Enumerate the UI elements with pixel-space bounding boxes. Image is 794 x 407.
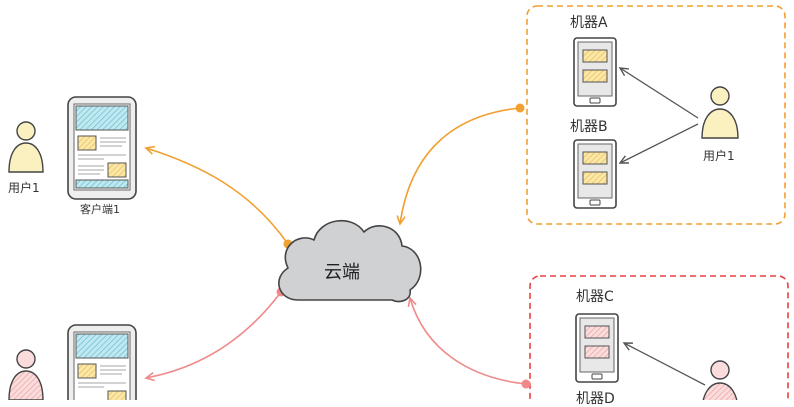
cloud-label: 云端 <box>324 262 360 283</box>
client-device-icon <box>67 324 137 400</box>
group-box-orange <box>526 5 786 225</box>
cloud-shape <box>278 219 422 303</box>
client-label: 客户端1 <box>80 203 120 216</box>
machine-d-label: 机器D <box>576 391 615 407</box>
user-figure-icon <box>8 349 44 400</box>
group-user-label: 用户1 <box>703 149 735 163</box>
connector-cloud-client1 <box>144 145 289 245</box>
left-user-label: 用户1 <box>8 181 40 195</box>
machine-a-device-icon <box>573 37 617 107</box>
arrow-user-machine-b <box>618 123 699 164</box>
connector-group-red-cloud <box>407 296 527 385</box>
client-device-icon <box>67 96 137 200</box>
machine-a-label: 机器A <box>570 15 608 31</box>
user-figure-icon <box>701 86 739 139</box>
arrow-user-machine-c <box>622 342 706 386</box>
machine-c-label: 机器C <box>576 289 614 305</box>
arrow-user-machine-a <box>618 67 699 119</box>
machine-b-device-icon <box>573 139 617 209</box>
connector-dot <box>515 103 525 113</box>
user-figure-icon <box>8 121 44 173</box>
machine-b-label: 机器B <box>570 119 608 135</box>
user-figure-icon <box>702 360 738 400</box>
machine-c-device-icon <box>575 313 619 383</box>
group-box-red <box>529 275 789 400</box>
connector-group-orange-cloud <box>396 107 521 226</box>
connector-dot <box>521 379 531 389</box>
connector-cloud-client2 <box>144 291 282 382</box>
